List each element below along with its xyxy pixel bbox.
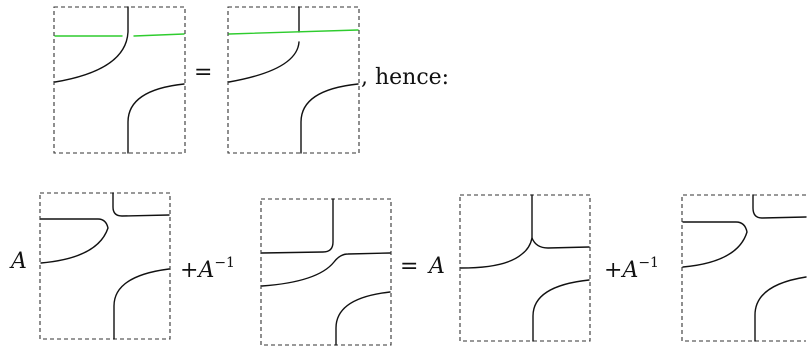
exponent: −1 [214, 255, 235, 271]
dashed-frame [53, 6, 186, 154]
tangle-box-2d [681, 194, 807, 342]
tangle-box-2a [39, 192, 171, 340]
tangle-box-2b [260, 198, 392, 346]
strand-top [460, 194, 533, 269]
tangle-box-1a [53, 6, 186, 154]
exponent: −1 [638, 255, 659, 271]
strand-cup-top [752, 194, 807, 219]
dashed-frame [39, 192, 171, 340]
hence-text: , hence: [361, 65, 449, 90]
strand-bottom [335, 291, 391, 346]
coefficient-A-2: A [427, 254, 445, 279]
plus-Ainv-2: +A−1 [604, 255, 659, 283]
strand-cap-left [40, 218, 109, 264]
strand-bottom [300, 83, 359, 154]
strand-bottom [113, 268, 170, 340]
strand-cup-top [261, 198, 334, 254]
coefficient-A: A [620, 258, 638, 283]
strand-top [54, 6, 129, 83]
dashed-frame [459, 194, 591, 342]
equals-sign-2: = [400, 254, 418, 279]
strand-bottom [532, 279, 590, 342]
dashed-frame [227, 6, 360, 154]
strand-cross [261, 252, 391, 287]
plus-sign: + [604, 258, 622, 283]
strand-cup-top [112, 192, 170, 217]
green-strand-right [133, 33, 185, 37]
plus-sign: + [180, 258, 198, 283]
strand-bottom [127, 83, 185, 154]
plus-Ainv-1: +A−1 [180, 255, 235, 283]
coefficient-A-1: A [9, 249, 27, 274]
strand-right [531, 237, 590, 249]
strand-cap-left [682, 221, 748, 268]
strand-bottom [754, 276, 807, 342]
strand-top [228, 6, 300, 83]
tangle-box-2c [459, 194, 591, 342]
equals-sign-1: = [194, 60, 212, 85]
tangle-box-1b [227, 6, 360, 154]
dashed-frame [681, 194, 806, 342]
dashed-frame [260, 198, 392, 346]
green-strand [228, 29, 359, 35]
coefficient-A: A [196, 258, 214, 283]
